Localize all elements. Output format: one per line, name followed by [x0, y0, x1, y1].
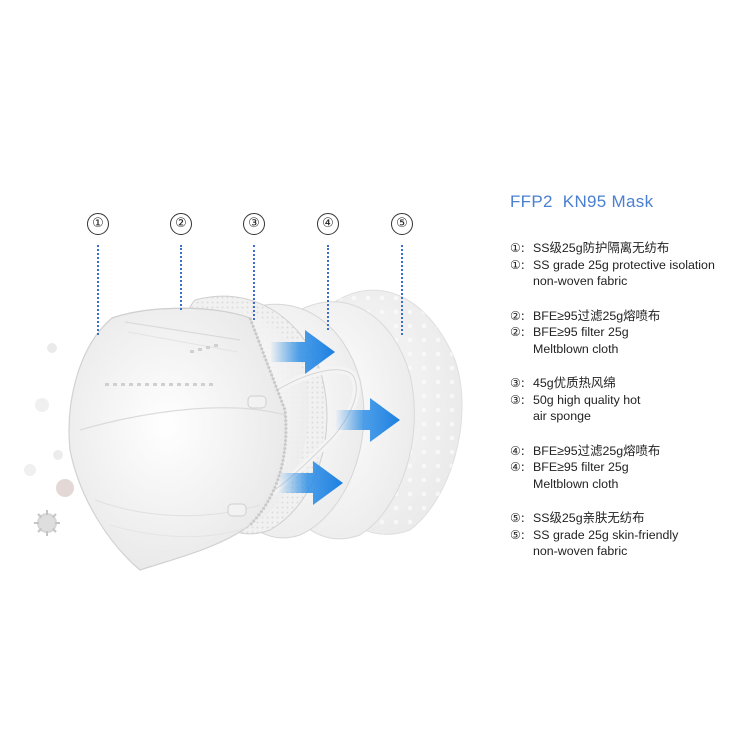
- legend-item-5: ⑤: SS级25g亲肤无纺布 ⑤: SS grade 25g skin-friend…: [510, 510, 745, 560]
- legend-item-3: ③: 45g优质热风绵 ③: 50g high quality hot air sp…: [510, 375, 745, 425]
- virus-icon: [34, 510, 60, 536]
- layer-number-2: ②: [170, 213, 192, 235]
- legend-cn-label: SS级25g亲肤无纺布: [533, 511, 645, 525]
- legend-cn-label: 45g优质热风绵: [533, 376, 616, 390]
- legend-en-label: BFE≥95 filter 25g: [533, 460, 629, 474]
- legend-marker: ②:: [510, 308, 525, 323]
- legend-item-2: ②: BFE≥95过滤25g熔喷布 ②: BFE≥95 filter 25g Mel…: [510, 308, 745, 358]
- legend-en-label-cont: air sponge: [533, 409, 591, 423]
- legend-marker: ④:: [510, 443, 525, 458]
- legend-marker: ⑤:: [510, 527, 525, 542]
- legend-item-4: ④: BFE≥95过滤25g熔喷布 ④: BFE≥95 filter 25g Mel…: [510, 443, 745, 493]
- legend-en-label-cont: Meltblown cloth: [533, 341, 619, 356]
- layer-number-1: ①: [87, 213, 109, 235]
- legend-marker: ①:: [510, 257, 525, 272]
- legend-cn-label: SS级25g防护隔离无纺布: [533, 241, 670, 255]
- layer-1-outer-mask: [68, 307, 288, 571]
- leader-line-2: [180, 245, 182, 310]
- legend-en-label: SS grade 25g protective isolation: [533, 257, 715, 272]
- layer-legend: ①: SS级25g防护隔离无纺布 ①: SS grade 25g protectiv…: [510, 240, 745, 578]
- legend-en-label-cont: Meltblown cloth: [533, 476, 619, 491]
- particle-icon: [24, 343, 74, 497]
- legend-item-1: ①: SS级25g防护隔离无纺布 ①: SS grade 25g protectiv…: [510, 240, 745, 290]
- legend-marker: ②:: [510, 325, 525, 339]
- legend-marker: ①:: [510, 241, 525, 255]
- legend-en-label-cont: non-woven fabric: [533, 544, 628, 558]
- leader-line-4: [327, 245, 329, 330]
- leader-line-5: [401, 245, 403, 335]
- leader-line-3: [253, 245, 255, 320]
- legend-en-label: 50g high quality hot: [533, 392, 641, 407]
- diagram-title: FFP2 KN95 Mask: [510, 192, 654, 211]
- legend-marker: ⑤:: [510, 511, 525, 525]
- legend-en-label: BFE≥95 filter 25g: [533, 325, 629, 339]
- layer-number-3: ③: [243, 213, 265, 235]
- legend-en-label: SS grade 25g skin-friendly: [533, 527, 679, 542]
- legend-marker: ③:: [510, 376, 525, 390]
- legend-marker: ③:: [510, 392, 525, 407]
- leader-line-1: [97, 245, 99, 335]
- legend-cn-label: BFE≥95过滤25g熔喷布: [533, 443, 661, 458]
- legend-en-label-cont: non-woven fabric: [533, 274, 628, 288]
- legend-marker: ④:: [510, 460, 525, 474]
- layer-number-4: ④: [317, 213, 339, 235]
- layer-number-5: ⑤: [391, 213, 413, 235]
- legend-cn-label: BFE≥95过滤25g熔喷布: [533, 308, 661, 323]
- airflow-arrow-icon: [270, 330, 400, 505]
